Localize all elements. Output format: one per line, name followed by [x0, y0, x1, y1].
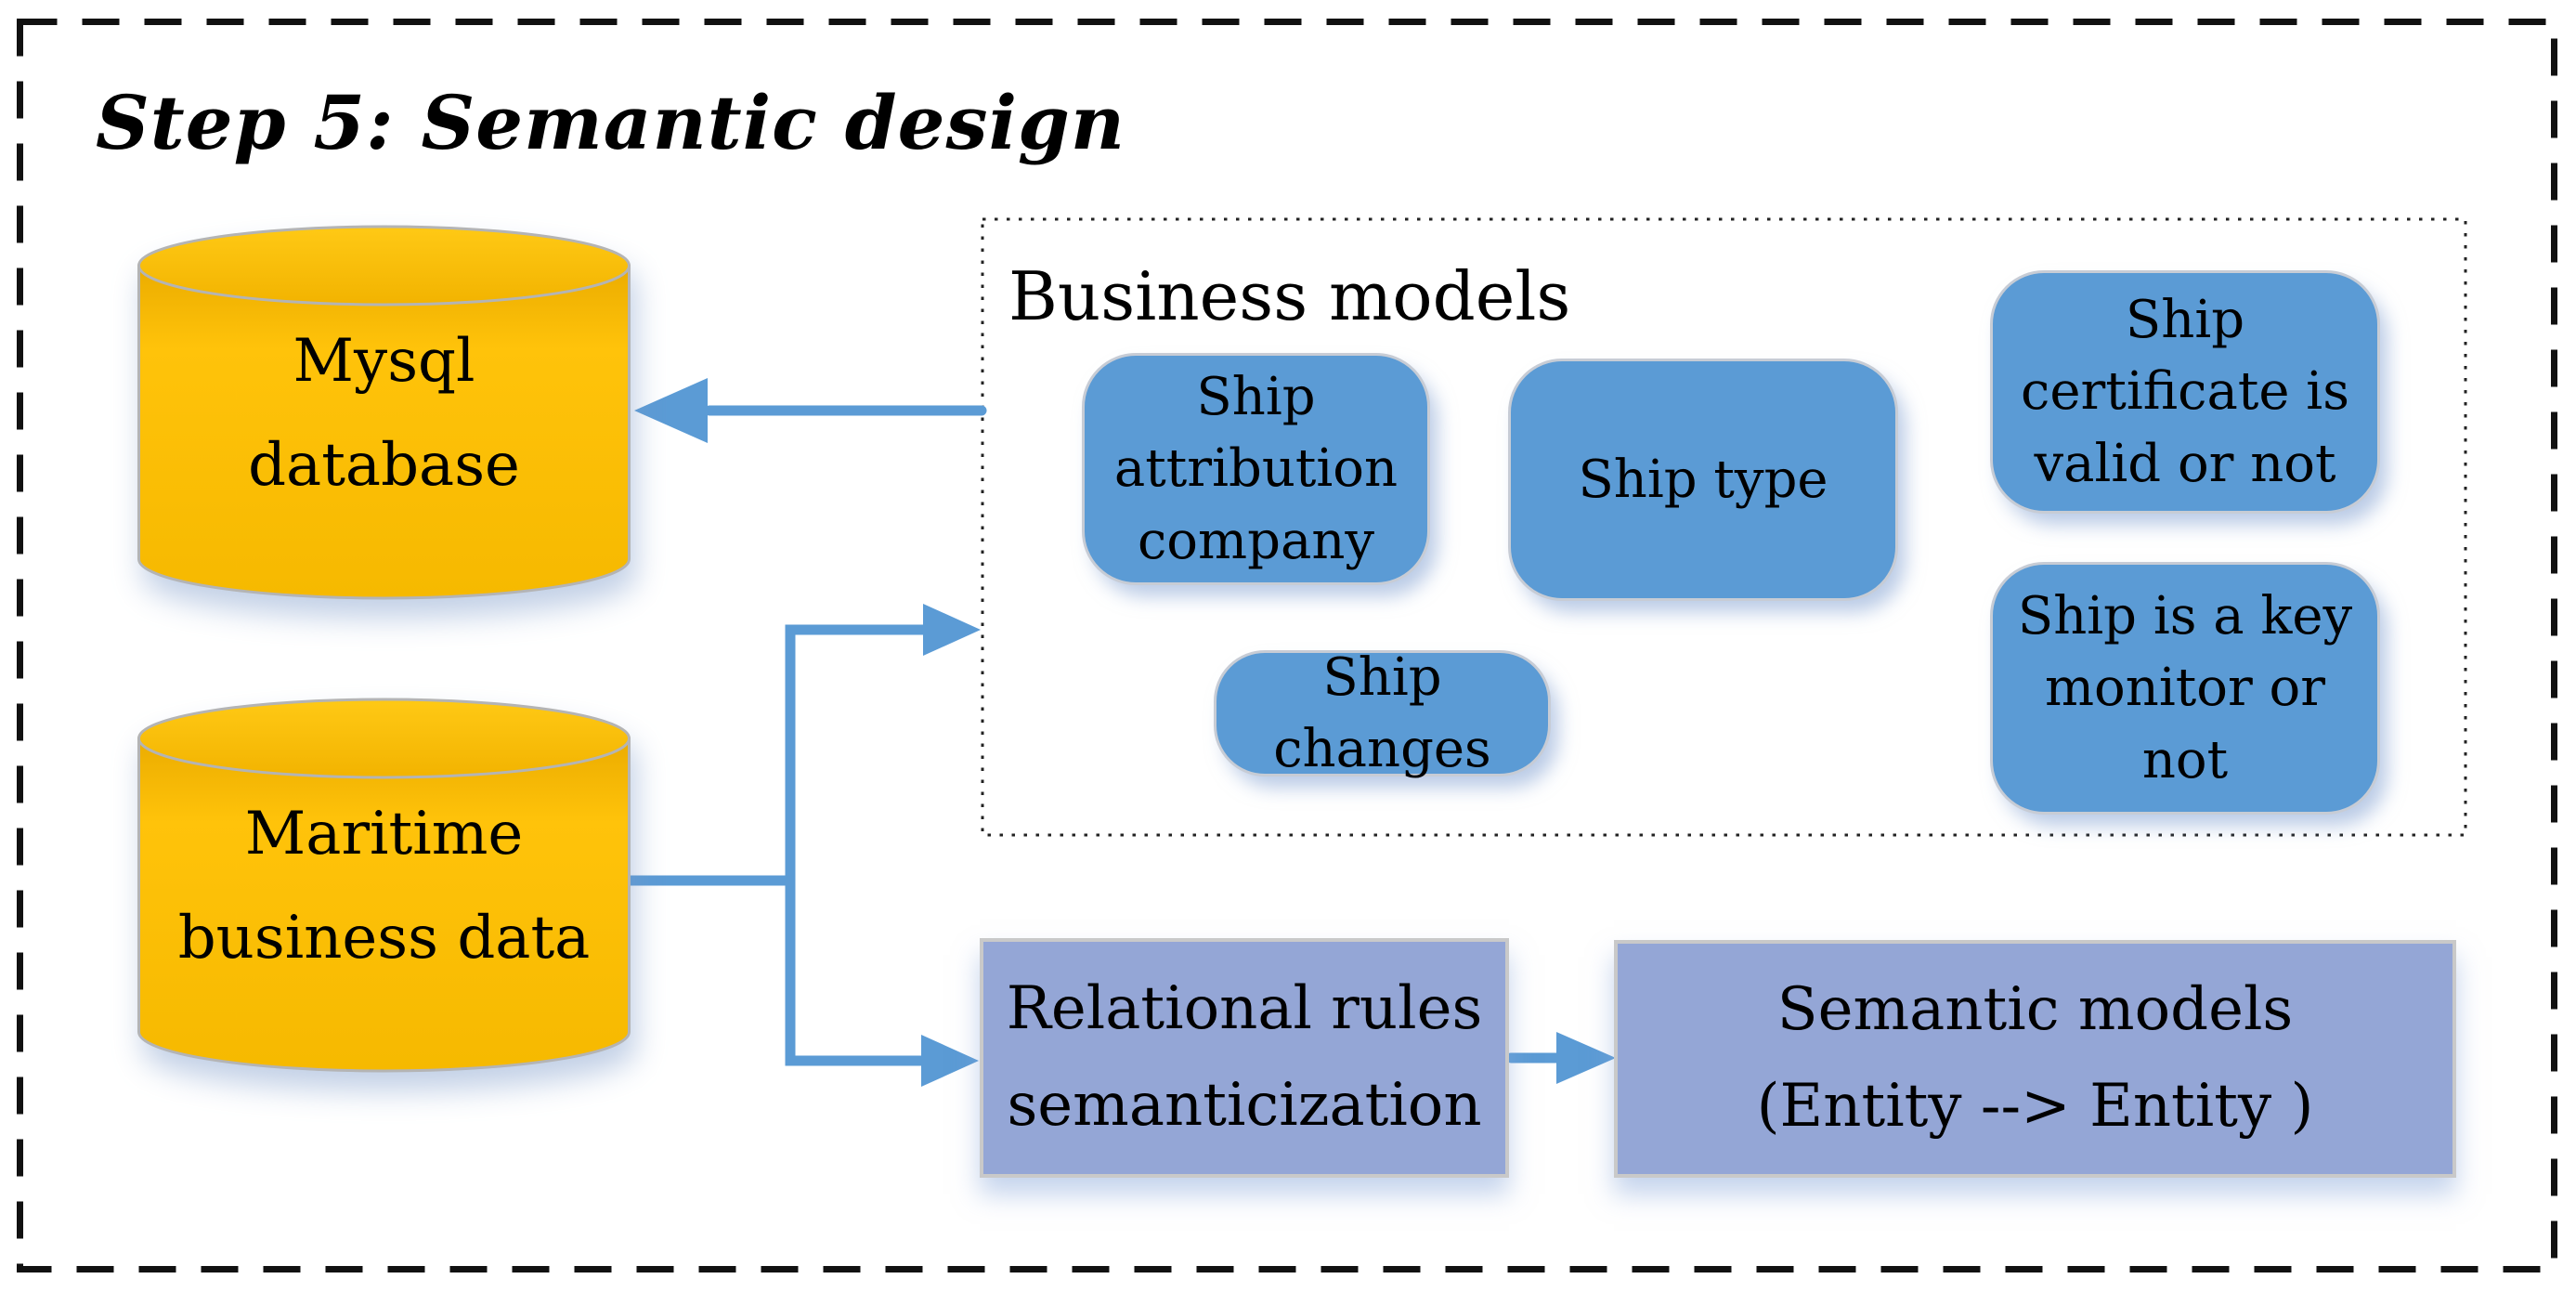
maritime-business-data-cylinder-icon [137, 698, 631, 1073]
maritime-business-data-label: Maritime business data [177, 800, 591, 972]
business-models-dotted-border [981, 217, 2467, 837]
page-title: Step 5: Semantic design [96, 79, 1126, 166]
business-models-group-label: Business models [1008, 257, 1571, 335]
arrow-to-mysql [634, 378, 987, 443]
outer-dashed-border [17, 19, 2557, 1272]
relational-rules-semanticization-box: Relational rules semanticization [980, 938, 1509, 1178]
business-model-ship-changes: Ship changes [1214, 647, 1551, 779]
arrow-to-semantic-models [1505, 1032, 1616, 1084]
mysql-database-label: Mysql database [248, 327, 520, 500]
business-model-ship-attribution-company: Ship attribution company [1082, 353, 1430, 585]
semantic-models-box: Semantic models (Entity --> Entity ) [1614, 940, 2456, 1178]
business-model-ship-certificate: Ship certificate is valid or not [1990, 270, 2380, 514]
mysql-database-cylinder-icon [137, 225, 631, 600]
arrow-branch-from-maritime [624, 604, 981, 1087]
business-model-ship-type: Ship type [1508, 359, 1898, 601]
business-model-ship-key-monitor: Ship is a key monitor or not [1990, 562, 2380, 815]
